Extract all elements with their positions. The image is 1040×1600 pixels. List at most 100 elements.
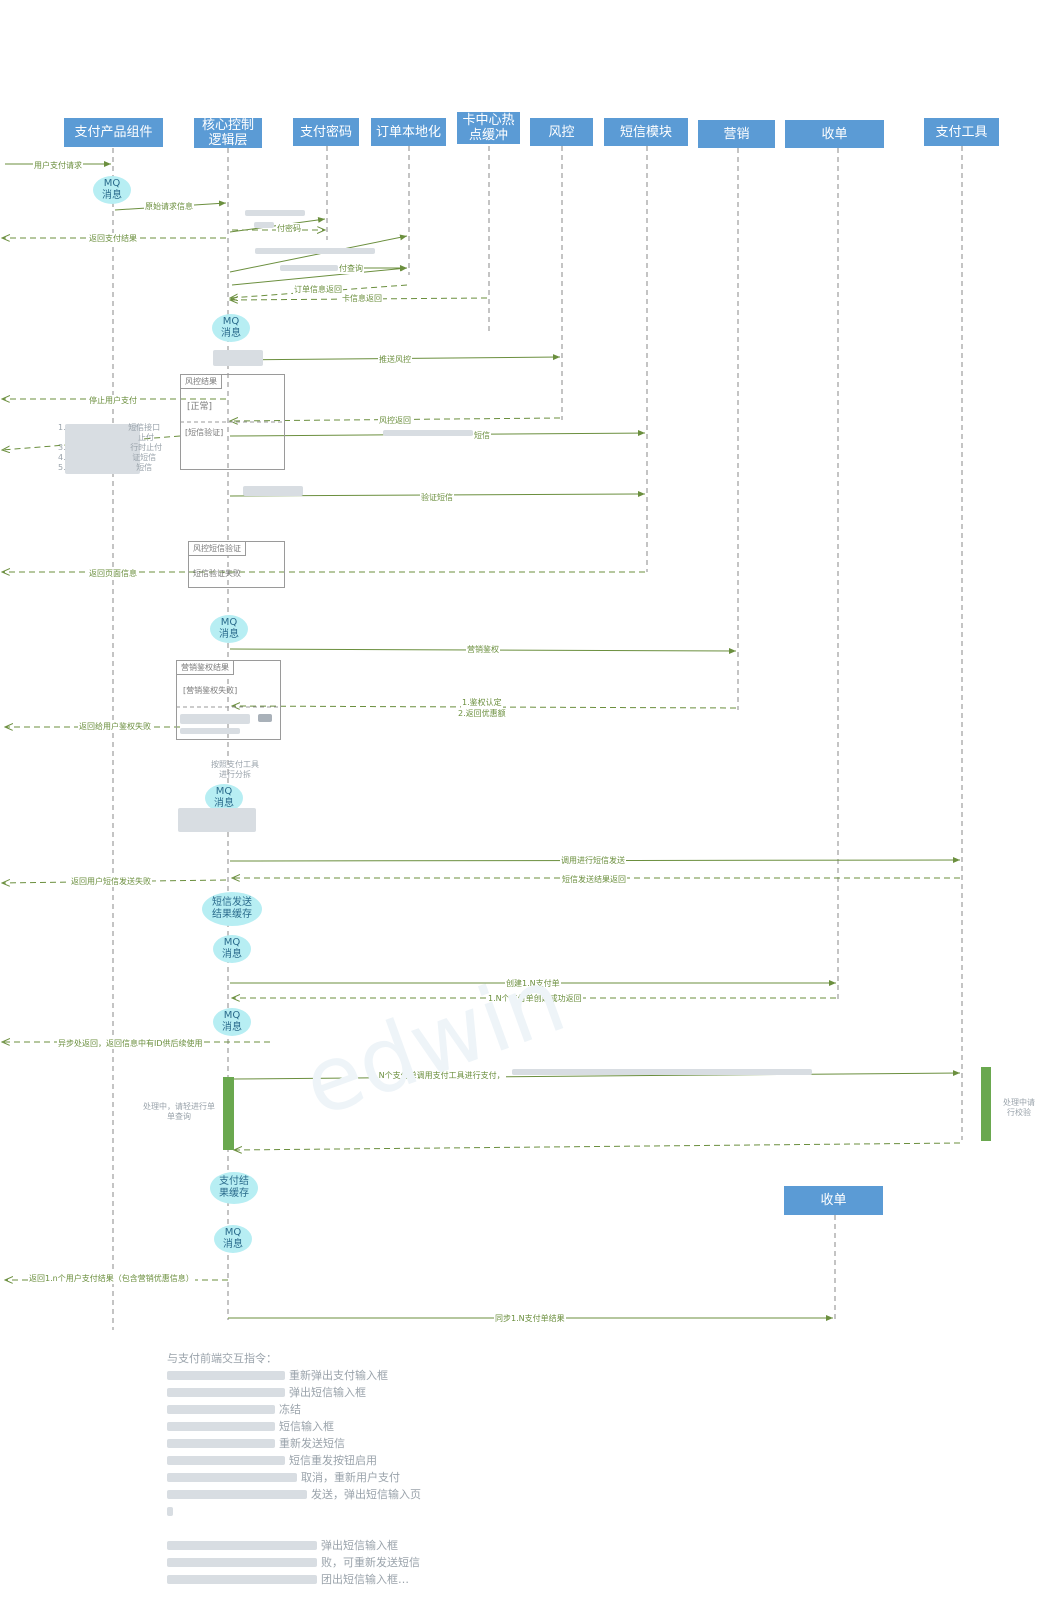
arrow-to-order-1 [229,234,408,273]
notes-item [167,1503,277,1520]
frame-marketing-fail: [营销鉴权失败] [183,686,238,695]
blurred-text [167,1371,285,1380]
notes-item-text: 冻结 [279,1403,301,1416]
blurred-text [167,1490,307,1499]
header-order-local: 订单本地化 [371,118,446,146]
route-tool-line-2: 进行分拆 [219,770,251,779]
msg-return-auth-fail: 返回给用户鉴权失败 [78,721,152,732]
step-5: 5. [58,463,66,472]
notes-item-text: 弹出短信输入框 [321,1539,398,1552]
step-1-text: 短信接口 [128,423,161,432]
blurred-text [167,1388,285,1397]
frame-sms-verify-fail: 短信验证失败 [193,569,241,578]
arrow-to-order-3 [231,265,408,286]
frame-risk-result: 风控结果 [正常] [短信验证] [180,374,285,470]
msg-return-sms-fail: 返回用户短信发送失败 [70,876,152,887]
blurred-text [167,1558,317,1567]
msg-original-request: 原始请求信息 [144,201,194,212]
step-4: 4. [58,453,66,462]
notes-item: 重新发送短信 [167,1435,345,1452]
header-pay-component: 支付产品组件 [64,118,163,147]
activation-core [223,1077,234,1150]
msg-auth-confirm-1: 1.鉴权认定 [461,697,503,708]
blurred-text [512,1069,812,1075]
blurred-text [167,1422,275,1431]
blurred-text [167,1541,317,1550]
msg-async-return: 异步处返回，返回信息中有ID供后续使用 [57,1038,204,1049]
processing-right-note: 处理中请 行校验 [998,1098,1040,1118]
frame-sms-verify-tag: 风控短信验证 [189,542,246,556]
mq-bubble-6: MQ 消息 [213,1008,251,1036]
message-arrows [2,161,961,1321]
pay-result-cache-bubble: 支付结 果缓存 [210,1172,258,1204]
blurred-text [245,210,305,216]
blurred-text [167,1439,275,1448]
msg-send-sms: 短信 [473,430,491,441]
notes-item-text: 短信输入框 [279,1420,334,1433]
processing-right-line-2: 行校验 [1007,1108,1031,1117]
msg-stop-user-pay: 停止用户支付 [88,395,138,406]
blurred-text [255,248,375,254]
msg-pay-tool-call: 1.N个支付单调用支付工具进行支付， [370,1070,506,1081]
blurred-text [178,808,256,832]
step-5-text: 短信 [136,463,153,472]
notes-item: 重新弹出支付输入框 [167,1367,388,1384]
route-tool-note: 按照支付工具 进行分拆 [200,760,270,780]
processing-right-line-1: 处理中请 [1003,1098,1035,1107]
notes-item: 团出短信输入框… [167,1571,409,1588]
processing-left-line-1: 处理中，请轻进行单 [143,1102,215,1111]
blurred-text [258,714,272,722]
frame-sms-verify: 风控短信验证 短信验证失败 [188,541,285,588]
msg-sync-result: 同步1.N支付单结果 [494,1313,566,1324]
header-core-logic: 核心控制逻辑层 [194,118,262,148]
notes-item-text: 短信重发按钮启用 [289,1454,377,1467]
blurred-text [167,1507,173,1516]
blurred-text [167,1473,297,1482]
blurred-text [180,714,250,724]
notes-item: 取消，重新用户支付 [167,1469,400,1486]
blurred-text [167,1575,317,1584]
frontend-commands-notes: 与支付前端交互指令： 重新弹出支付输入框弹出短信输入框冻结短信输入框重新发送短信… [167,1350,421,1588]
step-4-text: 证短信 [132,453,157,462]
header-pay-password: 支付密码 [293,118,359,146]
notes-item-text: 取消，重新用户支付 [301,1471,400,1484]
sms-result-cache-bubble: 短信发送 结果缓存 [202,892,262,926]
header-marketing: 营销 [698,120,775,148]
notes-item: 弹出短信输入框 [167,1384,366,1401]
notes-item: 冻结 [167,1401,301,1418]
frame-risk-normal: [正常] [187,402,213,412]
msg-verify-password: 付密码 [276,223,302,234]
blurred-text [254,222,274,228]
notes-item-text: 重新发送短信 [279,1437,345,1450]
msg-user-pay-request: 用户支付请求 [33,160,83,171]
blurred-text [180,728,240,734]
blurred-text [383,430,473,436]
notes-item-text: 团出短信输入框… [321,1573,409,1586]
left-step-list: 1. 短信接口 止付 3. 行时止付 4. 证短信 5. 短信 [58,423,168,473]
msg-verify-sms: 验证短信 [420,492,454,503]
mq-bubble-4: MQ 消息 [205,784,243,812]
blurred-text [167,1405,275,1414]
header-pay-tool: 支付工具 [924,118,999,146]
notes-item: 弹出短信输入框 [167,1537,398,1554]
mq-bubble-5: MQ 消息 [213,935,251,963]
blurred-text [65,424,140,474]
mq-bubble-2: MQ 消息 [212,314,250,342]
notes-item: 短信重发按钮启用 [167,1452,377,1469]
msg-order-created-return: 1.N个支付单创建成功返回 [487,993,583,1004]
notes-item-text: 发送，弹出短信输入页 [311,1488,421,1501]
notes-item: 短信输入框 [167,1418,334,1435]
header-card-cache: 卡中心热点缓冲 [457,112,520,144]
notes-item-text: 重新弹出支付输入框 [289,1369,388,1382]
msg-card-info-return: 卡信息返回 [341,293,383,304]
notes-item-text: 弹出短信输入框 [289,1386,366,1399]
mq-bubble-3: MQ 消息 [210,615,248,643]
notes-items: 重新弹出支付输入框弹出短信输入框冻结短信输入框重新发送短信短信重发按钮启用取消，… [167,1367,421,1588]
notes-item-text: 败，可重新发送短信 [321,1556,420,1569]
header-risk: 风控 [530,118,593,146]
processing-left-line-2: 单查询 [167,1112,191,1121]
step-2-text: 止付 [138,433,154,442]
msg-return-page-info: 返回页面信息 [88,568,138,579]
processing-left-note: 处理中，请轻进行单 单查询 [134,1102,224,1122]
